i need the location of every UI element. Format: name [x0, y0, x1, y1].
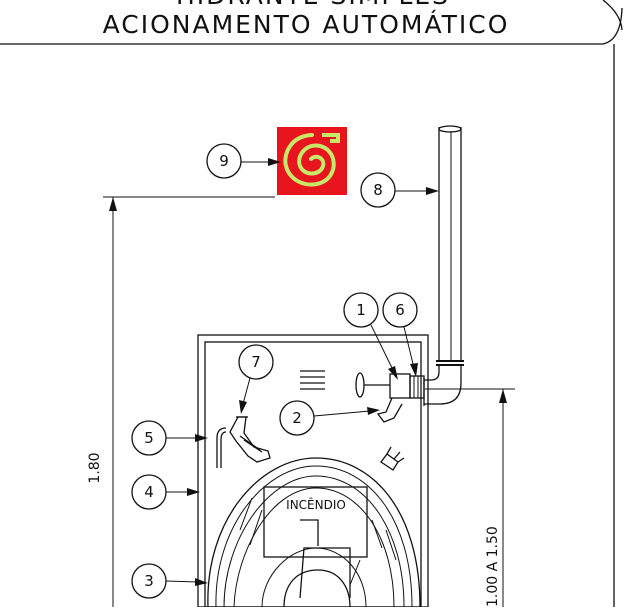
vent-slots	[300, 370, 325, 390]
leader-arrow-2	[367, 407, 380, 415]
leader-arrow-8	[426, 187, 439, 195]
dim-arrow-valve	[499, 389, 507, 403]
leader-arrow-4	[187, 488, 200, 496]
dimension-valve-height: 1.00 A 1.50	[425, 388, 515, 607]
storz-coupling	[376, 397, 403, 423]
callout-number-2: 2	[292, 409, 302, 427]
callout-number-1: 1	[356, 301, 366, 319]
nozzle-body	[229, 416, 271, 463]
leader-3	[165, 580, 199, 583]
title-line-2: ACIONAMENTO AUTOMÁTICO	[103, 10, 510, 39]
hanger-hook	[216, 427, 227, 468]
reel-hose-loop	[283, 569, 351, 608]
nozzle-grip-lines	[239, 435, 263, 453]
sign-hose-spiral	[283, 133, 336, 187]
frame-top-border	[0, 7, 623, 45]
reel-ring-3	[223, 475, 405, 608]
pipe-top-end	[438, 125, 462, 133]
leader-arrow-3	[195, 578, 208, 586]
leader-7	[242, 377, 251, 405]
incendio-plate-hose	[300, 519, 319, 546]
valve-handwheel	[355, 372, 365, 398]
callout-number-5: 5	[144, 429, 154, 447]
reel-ring-4	[233, 487, 395, 608]
hose-reel: INCÊNDIO	[207, 457, 421, 608]
leader-6	[403, 326, 415, 369]
elbow-outer	[424, 365, 462, 405]
hanger-hook-inner	[220, 431, 227, 468]
reel-fitting	[380, 446, 405, 471]
callout-circle-6	[382, 292, 418, 328]
callout-number-7: 7	[251, 353, 261, 371]
cabinet-outer	[197, 334, 429, 608]
reel-ring-2	[215, 465, 413, 608]
leader-arrow-5	[195, 434, 208, 442]
fire-hose-sign-icon	[277, 127, 347, 195]
leader-arrow-1	[388, 366, 398, 380]
dimension-total-height: 1.80	[87, 196, 275, 607]
callout-circle-1	[343, 292, 379, 328]
leader-arrow-6	[410, 363, 418, 377]
valve-body	[389, 373, 411, 399]
callout-circle-2	[279, 400, 315, 436]
incendio-plate	[263, 486, 368, 558]
callout-number-9: 9	[219, 152, 229, 170]
leader-arrow-9	[268, 158, 281, 166]
reel-inner-bracket	[299, 547, 351, 599]
valve-union	[409, 375, 425, 399]
leader-arrow-7	[239, 400, 247, 414]
cabinet-inner	[204, 341, 422, 608]
sign-hose-nozzle	[322, 133, 340, 143]
reel-outer-ring	[207, 457, 421, 608]
leader-2	[313, 410, 371, 417]
leader-1	[370, 324, 395, 373]
callout-circle-9	[206, 143, 242, 179]
dim-arrow-up	[109, 197, 117, 211]
callout-number-3: 3	[144, 572, 154, 590]
hydrant-cabinet: INCÊNDIO	[197, 334, 429, 608]
dimension-total-label: 1.80	[87, 452, 103, 483]
frame-corner	[602, 0, 623, 31]
elbow-inner	[424, 365, 440, 381]
incendio-label: INCÊNDIO	[286, 497, 346, 512]
callout-number-4: 4	[144, 483, 154, 501]
callouts: 9 8 1 6 7 2 5 4	[131, 143, 439, 599]
title-line-1: HIDRANTE SIMPLES	[176, 0, 450, 10]
callout-circle-8	[360, 172, 396, 208]
title-block: HIDRANTE SIMPLES ACIONAMENTO AUTOMÁTICO	[103, 0, 510, 39]
dimension-valve-label: 1.00 A 1.50	[485, 526, 501, 607]
callout-circle-7	[238, 344, 274, 380]
callout-number-6: 6	[395, 301, 405, 319]
callout-number-8: 8	[373, 181, 383, 199]
nozzle-assembly	[229, 416, 271, 463]
reel-hatching	[239, 497, 397, 586]
standpipe	[423, 125, 464, 406]
